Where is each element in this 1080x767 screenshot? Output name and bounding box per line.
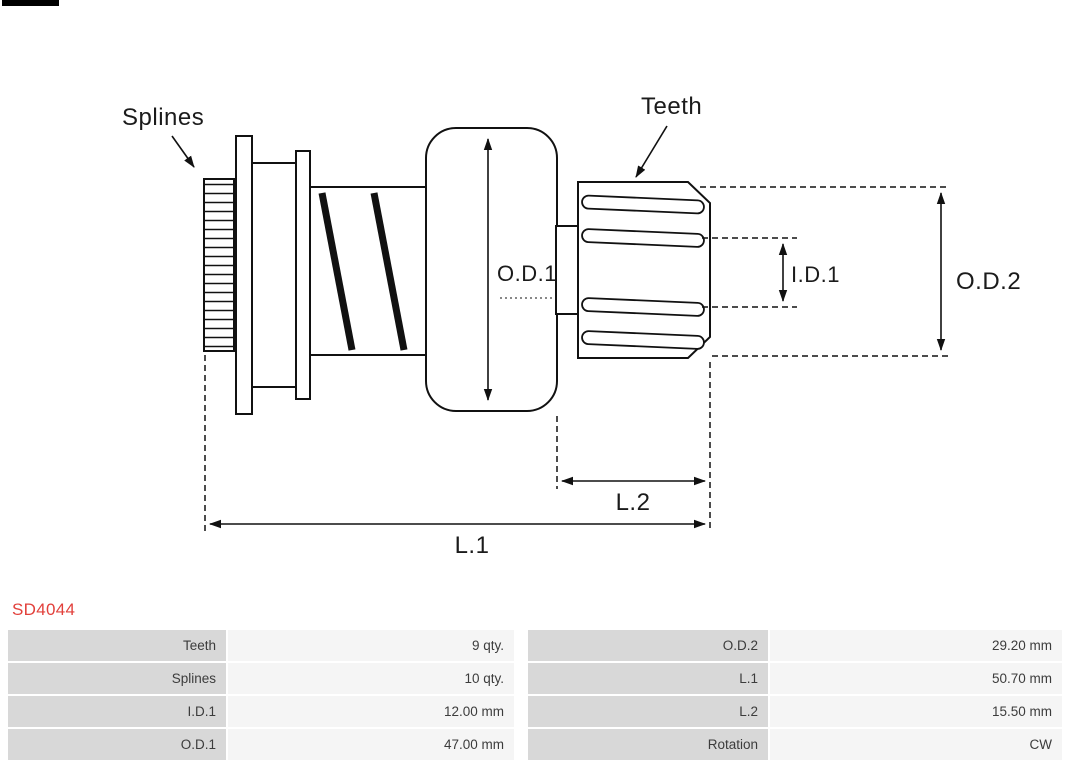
spec-label: L.2: [528, 696, 768, 727]
teeth-leader: [635, 125, 668, 178]
spring-coil: [370, 192, 408, 351]
splines-leader: [171, 135, 195, 168]
part-number: SD4044: [12, 600, 76, 619]
label-l1: L.1: [455, 532, 490, 559]
table-column-gap: [516, 696, 526, 727]
top-left-mark: [2, 0, 59, 6]
spec-label: Rotation: [528, 729, 768, 760]
spec-label: I.D.1: [8, 696, 226, 727]
spec-value: 47.00 mm: [228, 729, 514, 760]
spec-row: I.D.1 12.00 mm L.2 15.50 mm: [8, 696, 1062, 727]
splined-shaft: [203, 178, 235, 352]
spec-value: CW: [770, 729, 1062, 760]
spec-label: L.1: [528, 663, 768, 694]
spec-label: Splines: [8, 663, 226, 694]
spec-value: 29.20 mm: [770, 630, 1062, 661]
flange-small: [295, 150, 311, 400]
spec-row: O.D.1 47.00 mm Rotation CW: [8, 729, 1062, 760]
spec-row: Teeth 9 qty. O.D.2 29.20 mm: [8, 630, 1062, 661]
spec-row: Splines 10 qty. L.1 50.70 mm: [8, 663, 1062, 694]
spec-value: 15.50 mm: [770, 696, 1062, 727]
dimension-arrows: [171, 125, 946, 529]
spec-value: 12.00 mm: [228, 696, 514, 727]
label-teeth: Teeth: [641, 93, 702, 120]
table-column-gap: [516, 630, 526, 661]
label-l2: L.2: [616, 489, 651, 516]
shaft-neck: [555, 225, 580, 315]
technical-drawing: Splines Teeth O.D.1 I.D.1 O.D.2 L.2 L.1: [122, 93, 1021, 559]
spec-table: Teeth 9 qty. O.D.2 29.20 mm Splines 10 q…: [8, 630, 1062, 762]
construction-lines: [204, 186, 948, 531]
table-column-gap: [516, 729, 526, 760]
part-outline: [203, 127, 711, 415]
label-id1: I.D.1: [791, 262, 840, 287]
pinion-teeth: [581, 194, 705, 350]
spec-label: O.D.2: [528, 630, 768, 661]
table-column-gap: [516, 663, 526, 694]
spring-coil: [318, 192, 356, 351]
spec-value: 9 qty.: [228, 630, 514, 661]
label-splines: Splines: [122, 104, 204, 131]
spec-value: 50.70 mm: [770, 663, 1062, 694]
spec-label: O.D.1: [8, 729, 226, 760]
label-od1: O.D.1: [497, 261, 557, 286]
label-od2: O.D.2: [956, 268, 1021, 295]
spec-value: 10 qty.: [228, 663, 514, 694]
spec-label: Teeth: [8, 630, 226, 661]
flange-large: [235, 135, 253, 415]
